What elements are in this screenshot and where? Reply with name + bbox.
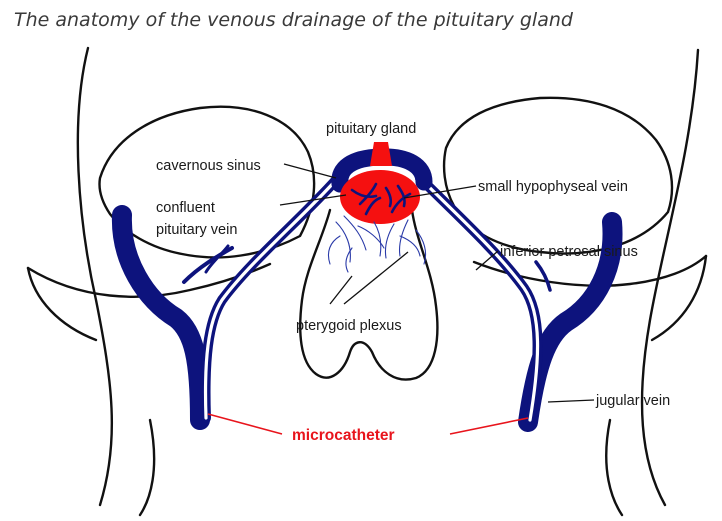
right-lower-inner-contour bbox=[606, 420, 622, 515]
label-confluent: confluent bbox=[156, 200, 215, 216]
right-inferior-petrosal-sinus-inner bbox=[420, 178, 538, 420]
label-pituitary-gland: pituitary gland bbox=[326, 121, 416, 137]
outer-right-contour bbox=[642, 50, 698, 505]
sphenoid-body bbox=[300, 210, 437, 380]
right-inferior-petrosal-sinus-outer bbox=[420, 178, 538, 420]
label-microcatheter: microcatheter bbox=[292, 427, 395, 444]
label-jugular-vein: jugular vein bbox=[595, 393, 670, 409]
label-pterygoid-plexus: pterygoid plexus bbox=[296, 318, 402, 334]
leader-cavernous-sinus bbox=[284, 164, 336, 178]
left-jugular-vein bbox=[122, 215, 200, 420]
left-lower-ridge bbox=[28, 268, 96, 340]
label-cavernous-sinus: cavernous sinus bbox=[156, 158, 261, 174]
left-small-vein-branch bbox=[206, 246, 228, 272]
pterygoid-plexus-lines bbox=[328, 216, 425, 272]
pituitary-stalk bbox=[370, 142, 392, 166]
left-lower-inner-contour bbox=[140, 420, 154, 515]
diagram-title: The anatomy of the venous drainage of th… bbox=[14, 9, 574, 31]
label-pituitary-vein: pituitary vein bbox=[156, 222, 237, 238]
left-inferior-petrosal-sinus-outer bbox=[206, 180, 336, 418]
outer-left-contour bbox=[78, 48, 112, 505]
label-small-hypophyseal-vein: small hypophyseal vein bbox=[478, 179, 628, 195]
leader-microcatheter-left bbox=[208, 414, 282, 434]
left-small-vein bbox=[184, 248, 232, 282]
right-small-vein bbox=[536, 262, 550, 290]
label-inferior-petrosal-sinus: inferior petrosal sinus bbox=[500, 244, 638, 260]
leader-jugular-vein bbox=[548, 400, 594, 402]
leader-microcatheter-right bbox=[450, 418, 528, 434]
leader-pterygoid-plexus-right bbox=[344, 252, 408, 304]
